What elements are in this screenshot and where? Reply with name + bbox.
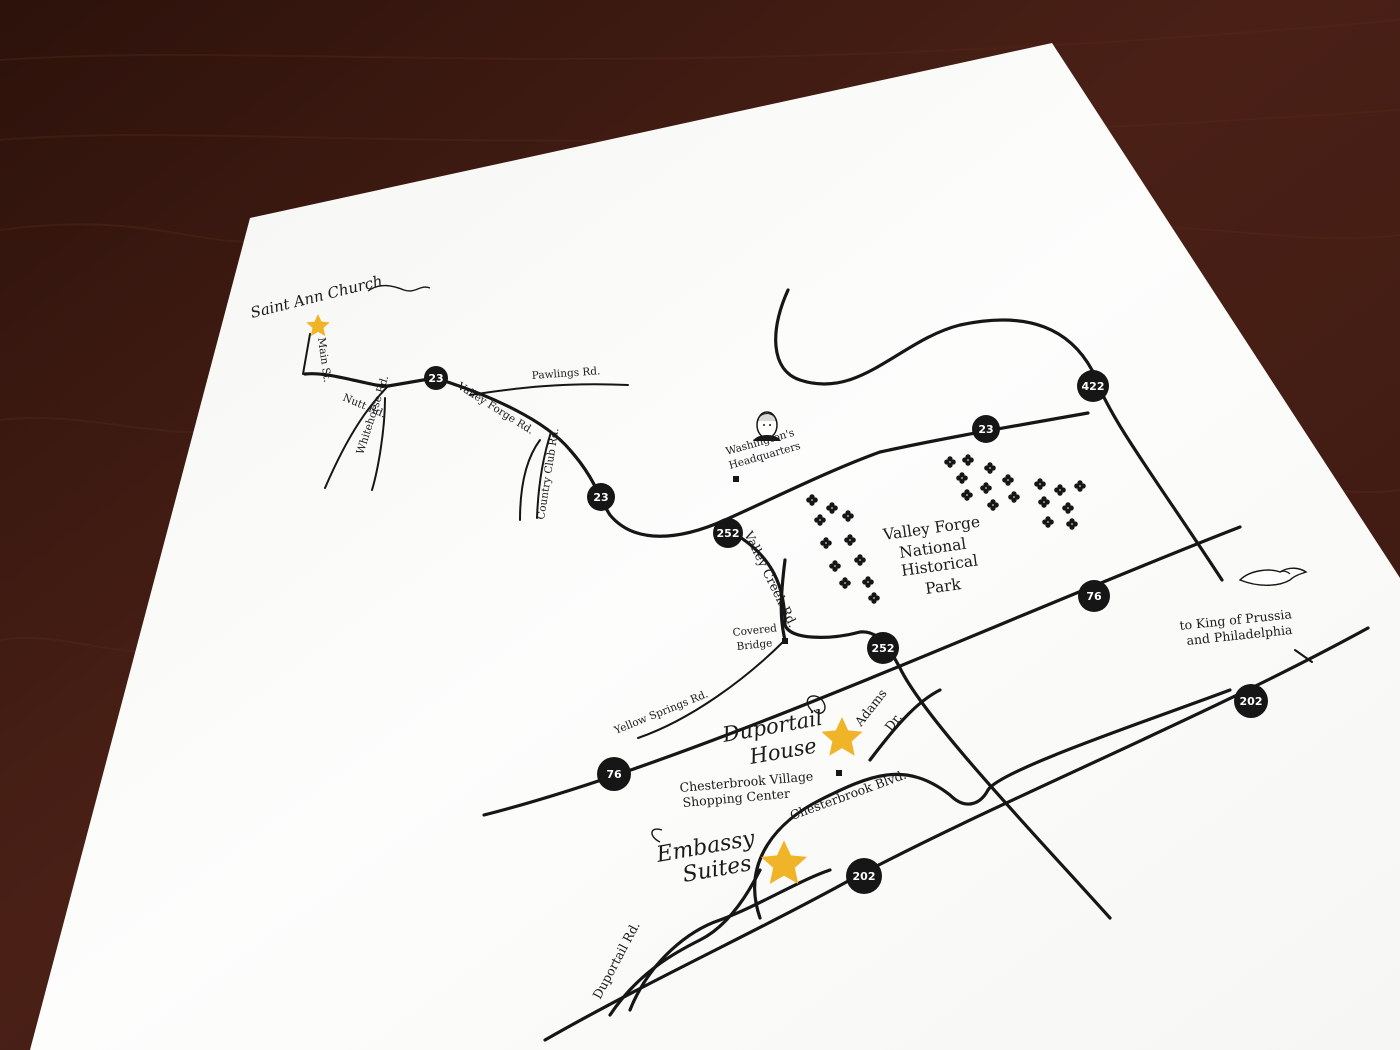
svg-text:252: 252 — [872, 642, 895, 655]
shield-76-b: 76 — [597, 757, 631, 791]
flourish-saint-ann — [367, 284, 431, 292]
duportail-road — [608, 868, 762, 1017]
svg-text:202: 202 — [1240, 695, 1263, 708]
route-shields: 23 23 23 252 252 422 76 76 — [424, 366, 1268, 894]
svg-text:422: 422 — [1082, 380, 1105, 393]
adams-drive — [868, 688, 942, 762]
covered-bridge-label-1: Covered — [732, 622, 778, 639]
map-paper — [30, 43, 1400, 1050]
shield-252-b: 252 — [867, 632, 899, 664]
route-76-road — [482, 525, 1242, 817]
whitehorse-road — [324, 385, 389, 489]
svg-text:252: 252 — [717, 527, 740, 540]
road-network — [302, 288, 1370, 1042]
shield-23-b: 23 — [587, 483, 615, 511]
pawlings-road-label: Pawlings Rd. — [531, 365, 600, 382]
shield-76-a: 76 — [1078, 580, 1110, 612]
yellow-springs-road — [637, 639, 786, 739]
route-202-road — [543, 626, 1370, 1042]
shield-202-a: 202 — [1234, 684, 1268, 718]
chesterbrook-boulevard — [753, 688, 1232, 920]
square-marker-icon — [782, 638, 788, 644]
square-marker-icon — [733, 476, 739, 482]
shield-23-a: 23 — [424, 366, 448, 390]
svg-text:76: 76 — [1086, 590, 1102, 603]
covered-bridge-label-2: Bridge — [736, 637, 773, 653]
svg-text:23: 23 — [978, 423, 993, 436]
svg-text:23: 23 — [428, 372, 443, 385]
flourish-embassy — [651, 828, 663, 843]
washington-portrait-icon — [753, 411, 781, 441]
country-club-road — [519, 439, 541, 521]
square-marker-icon — [836, 770, 842, 776]
svg-text:202: 202 — [853, 870, 876, 883]
eagle-icon — [1238, 567, 1308, 586]
shield-422: 422 — [1077, 370, 1109, 402]
pawlings-road — [469, 383, 629, 396]
nutt-road — [303, 372, 390, 388]
shield-202-b: 202 — [846, 858, 882, 894]
svg-text:76: 76 — [606, 768, 622, 781]
route-422-road — [774, 288, 1224, 582]
park-label-4: Park — [924, 575, 963, 598]
svg-text:23: 23 — [593, 491, 608, 504]
main-street — [302, 333, 311, 375]
flourish-duportail — [806, 695, 826, 714]
shield-23-c: 23 — [972, 415, 1000, 443]
shield-252-a: 252 — [713, 518, 743, 548]
